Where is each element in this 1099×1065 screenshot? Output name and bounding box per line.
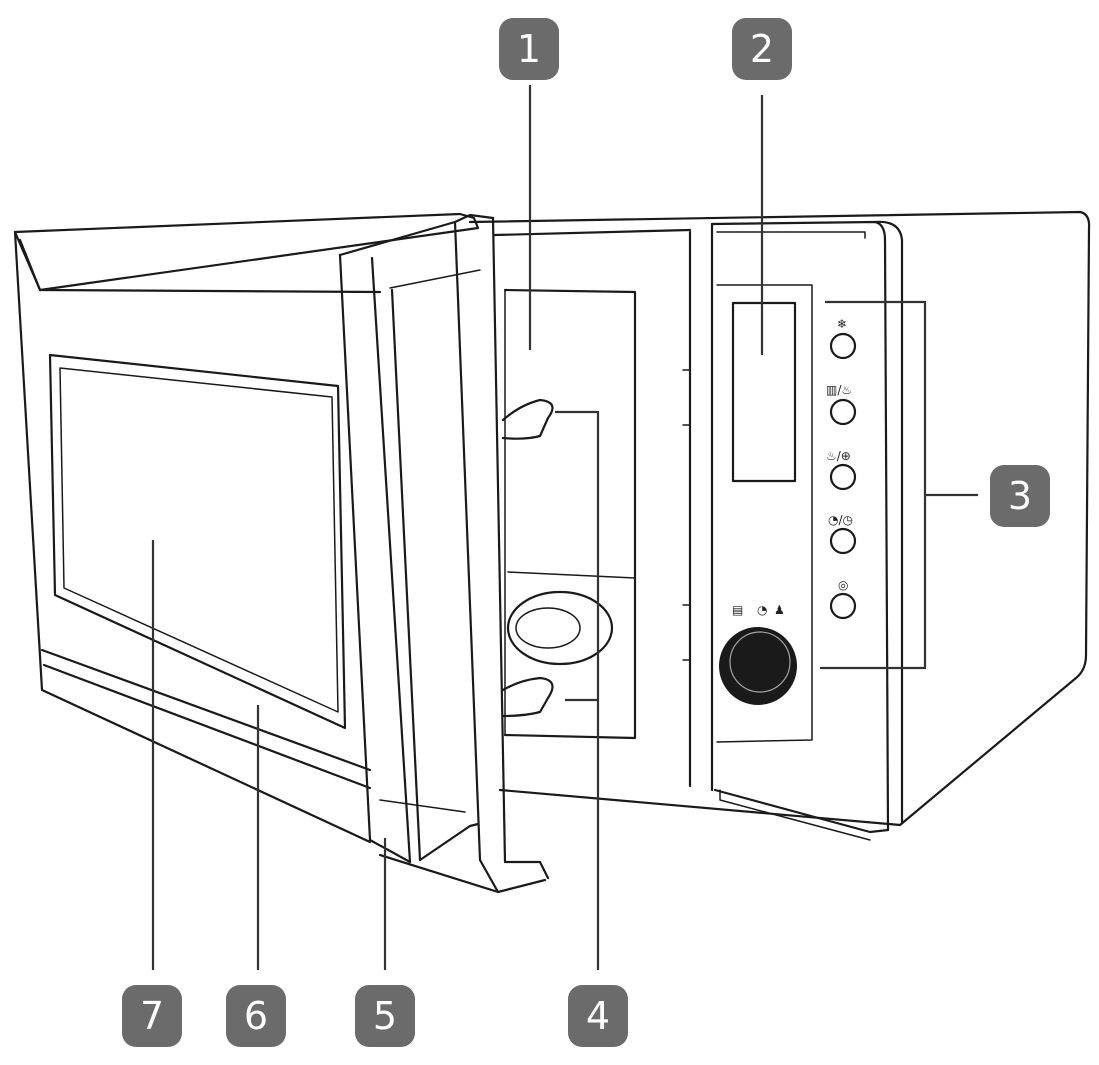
callout-badge-4: 4 xyxy=(568,985,628,1047)
button-start xyxy=(829,592,857,620)
clock-icon: ◔ xyxy=(757,603,768,617)
display xyxy=(731,301,797,483)
door-window xyxy=(48,353,347,730)
button-convection xyxy=(829,463,857,491)
turntable xyxy=(506,590,614,666)
start-icon: ◎ xyxy=(838,578,849,592)
door xyxy=(13,212,480,844)
lock-icon: ♟ xyxy=(774,603,785,617)
callout-badge-2: 2 xyxy=(732,18,792,80)
door-hinges xyxy=(682,369,691,661)
grill-rack xyxy=(501,398,554,718)
callout-line-3 xyxy=(820,300,978,670)
power-grill-icon: ▥/♨ xyxy=(826,383,853,397)
button-timer-clock xyxy=(829,527,857,555)
oven-cavity xyxy=(503,288,637,740)
callout-badge-7: 7 xyxy=(122,985,182,1047)
microwave-body xyxy=(468,210,1091,841)
control-buttons xyxy=(829,332,857,620)
callout-badge-1: 1 xyxy=(499,18,559,80)
door-frame xyxy=(338,213,550,894)
control-knob xyxy=(719,627,797,705)
callout-badge-5: 5 xyxy=(355,985,415,1047)
callout-line-4 xyxy=(555,410,600,970)
timer-clock-icon: ◔/◷ xyxy=(828,513,853,527)
callout-lines xyxy=(151,85,978,970)
callout-badge-3: 3 xyxy=(990,465,1050,527)
callout-badge-6: 6 xyxy=(226,985,286,1047)
snowflake-icon: ❄ xyxy=(837,317,848,331)
convection-icon: ♨/⊕ xyxy=(826,449,851,463)
button-power-grill xyxy=(829,398,857,426)
weight-icon: ▤ xyxy=(732,603,744,617)
button-defrost xyxy=(829,332,857,360)
